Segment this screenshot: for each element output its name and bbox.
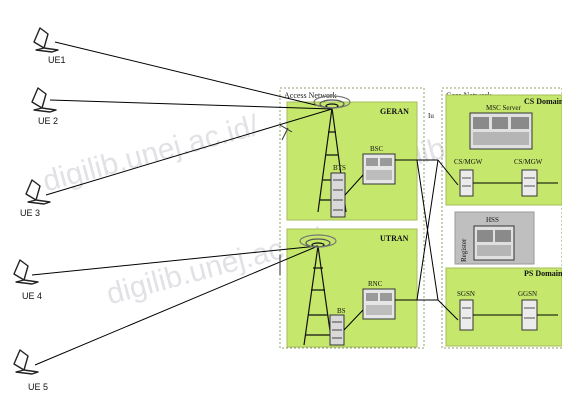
bts-cabinet-icon [331, 173, 345, 217]
watermark-text: digilib.unej.ac.id/ [39, 109, 262, 198]
sgsn-label: SGSN [457, 290, 475, 298]
ue-devices [14, 28, 58, 374]
cs-domain-title: CS Domain [524, 97, 562, 106]
laptop-icon [34, 28, 58, 52]
hss-server-icon [474, 226, 514, 260]
geran-panel [287, 102, 417, 220]
ggsn-cabinet-icon [522, 300, 537, 330]
bts-label: BTS [333, 164, 346, 172]
ue-label: UE 2 [38, 116, 58, 126]
cs-mgw-cabinet-icon [460, 170, 473, 196]
laptop-icon [14, 260, 38, 284]
rnc-server-icon [363, 289, 395, 319]
ps-domain-title: PS Domain [524, 269, 562, 278]
ggsn-label: GGSN [518, 290, 537, 298]
hss-label: HSS [486, 216, 499, 224]
rnc-label: RNC [368, 280, 383, 288]
cs-mgw-label-2: CS/MGW [514, 158, 543, 166]
laptop-icon [14, 350, 38, 374]
register-label: Register [460, 238, 468, 262]
ue-label: UE 4 [22, 291, 42, 301]
bsc-label: BSC [370, 145, 384, 153]
radio-link-ue1 [55, 42, 332, 109]
bs-label: BS [337, 307, 346, 315]
utran-title: UTRAN [380, 234, 409, 243]
bsc-server-icon [363, 154, 395, 184]
msc-server-label: MSC Server [486, 104, 521, 112]
ue-label: UE 3 [20, 208, 40, 218]
iu-interface-label: Iu [428, 112, 434, 120]
sgsn-cabinet-icon [460, 300, 473, 330]
bs-cabinet-icon [330, 315, 344, 345]
cs-mgw-label-1: CS/MGW [454, 158, 483, 166]
ue-label: UE 5 [28, 382, 48, 392]
access-network: Access Network GERAN UTRAN [280, 88, 424, 348]
geran-title: GERAN [380, 107, 409, 116]
ue-label: UE1 [48, 55, 66, 65]
msc-server-icon [470, 113, 532, 149]
cs-mgw-cabinet-icon [522, 170, 537, 196]
